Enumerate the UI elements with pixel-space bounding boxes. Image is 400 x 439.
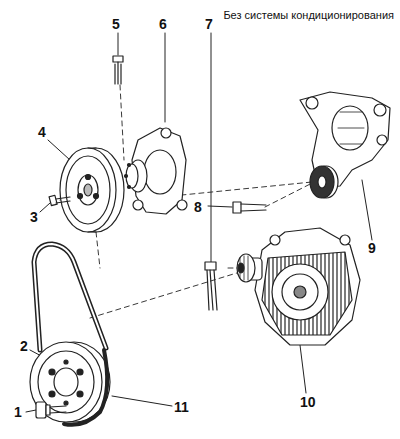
bolt [205, 262, 217, 310]
belt-tensioner [300, 92, 390, 198]
callout-number: 9 [368, 241, 376, 255]
callout-number: 1 [14, 405, 22, 419]
bolt [49, 195, 70, 205]
callout-number: 8 [194, 200, 202, 214]
bolt [113, 56, 123, 84]
callout-number: 5 [112, 17, 120, 31]
callout-number: 2 [20, 339, 28, 353]
callout-number: 11 [174, 400, 189, 414]
alternator [237, 228, 360, 345]
ribbed-belt [34, 244, 107, 425]
callout-number: 6 [159, 17, 167, 31]
callout-number: 3 [30, 210, 38, 224]
water-pump [125, 128, 188, 214]
crankshaft-pulley [30, 342, 110, 422]
bolt [233, 202, 266, 213]
pump-pulley [60, 148, 124, 232]
callout-number: 4 [38, 125, 46, 139]
bolt [36, 402, 66, 418]
leader-line [26, 33, 372, 412]
diagram-title: Без системы кондиционирования [223, 10, 394, 21]
callout-number: 7 [205, 17, 213, 31]
callout-number: 10 [300, 395, 316, 409]
